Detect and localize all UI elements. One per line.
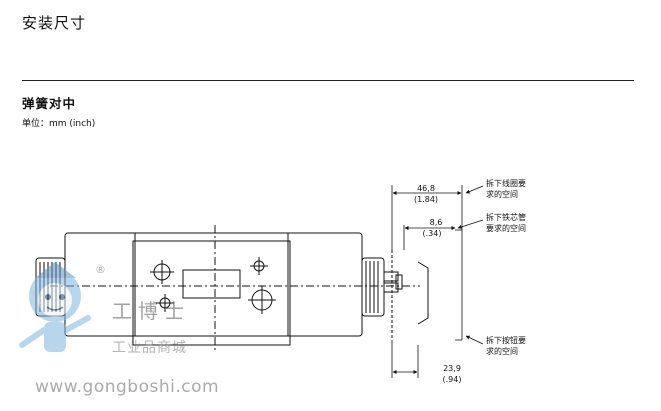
note-button-line2: 求的空间 — [486, 346, 518, 356]
watermark-url: www.gongboshi.com — [35, 377, 219, 397]
watermark: ® 工博士 工业品商城 www.gongboshi.com — [19, 262, 219, 397]
note-core-line1: 拆下铁芯管 — [486, 212, 526, 222]
manual-override-pin-2 — [383, 282, 399, 293]
window-slot — [182, 269, 241, 299]
dim-core-in: (.34) — [423, 229, 442, 238]
note-button-line1: 拆下按钮要 — [486, 335, 526, 345]
dim-coil-mm: 46,8 — [417, 184, 435, 193]
page-title: 安装尺寸 — [22, 14, 87, 32]
mascot-logo — [19, 262, 91, 352]
manual-override-pin — [383, 271, 399, 282]
valve-body — [50, 225, 420, 350]
dim-button-in: (.94) — [443, 375, 462, 384]
mounting-holes — [150, 257, 276, 314]
watermark-tagline: 工业品商城 — [112, 340, 187, 356]
dim-core-mm: 8,6 — [430, 218, 443, 227]
mounting-plate — [132, 240, 291, 346]
right-knob — [361, 250, 429, 340]
section-title: 弹簧对中 — [22, 96, 77, 111]
unit-note: 单位：mm (inch) — [22, 119, 96, 129]
note-core-line2: 要求的空间 — [486, 223, 526, 233]
note-coil-line1: 拆下线圈要 — [486, 178, 526, 188]
solenoid-housing — [64, 232, 363, 337]
watermark-registered: ® — [95, 263, 106, 276]
watermark-brand: 工博士 — [112, 299, 190, 323]
header-divider — [22, 80, 634, 81]
dim-coil-in: (1.84) — [414, 195, 438, 204]
dim-button-mm: 23,9 — [443, 364, 461, 373]
note-coil-line2: 求的空间 — [486, 189, 518, 199]
